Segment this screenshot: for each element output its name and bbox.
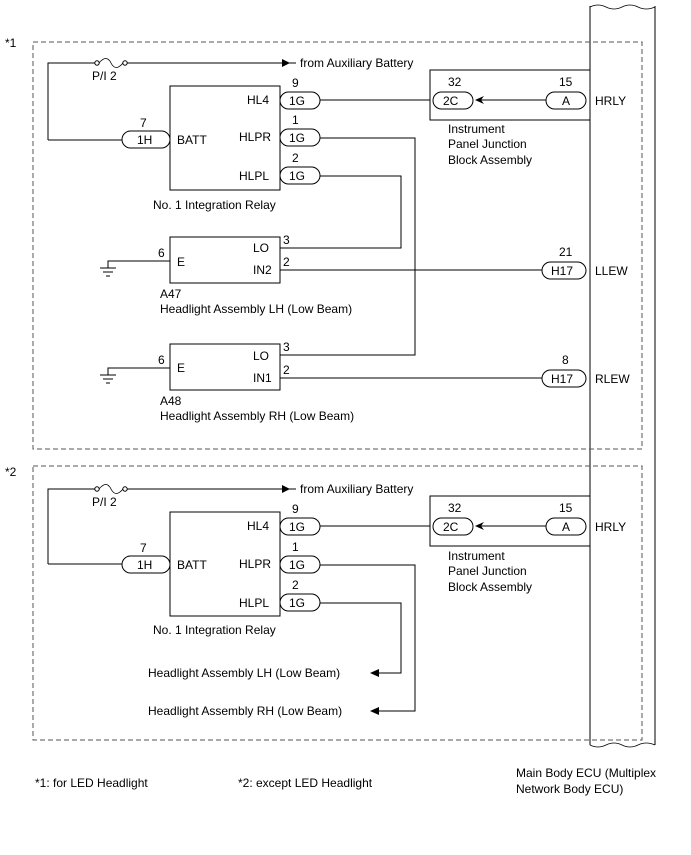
pin-number: 3 [283, 233, 290, 247]
fuse-label: P/I 2 [92, 495, 117, 509]
arrow-icon [475, 96, 484, 104]
junction-label: Panel Junction [448, 564, 527, 578]
integration-relay [169, 85, 281, 191]
connector-code: 1G [289, 169, 305, 183]
connector-code: H17 [551, 264, 573, 278]
junction-label: Instrument [448, 122, 505, 136]
pin-name: HLPL [239, 596, 269, 610]
pin-name: HL4 [247, 519, 269, 533]
pin-number: 7 [140, 541, 147, 555]
headlight-lh-low-beam [169, 236, 281, 284]
junction-label: Block Assembly [448, 580, 532, 594]
fuse-label: P/I 2 [92, 69, 117, 83]
pin-number: 2 [292, 578, 299, 592]
pin-name: E [177, 255, 185, 269]
pin-name: HLPR [239, 557, 271, 571]
arrow-icon [370, 707, 379, 715]
connector-code: A [562, 520, 570, 534]
ecu-signal: RLEW [595, 372, 630, 386]
ground-icon [100, 374, 116, 384]
note-led: *1: for LED Headlight [35, 776, 148, 790]
pin-number: 32 [448, 501, 462, 515]
connector-code: 1G [289, 94, 305, 108]
headlight-label: Headlight Assembly RH (Low Beam) [160, 409, 354, 423]
pin-number: 15 [559, 501, 573, 515]
connector-code: A [562, 94, 570, 108]
pin-number: 3 [283, 340, 290, 354]
connector-code: 1G [289, 131, 305, 145]
pin-name: LO [253, 349, 269, 363]
component-code: A47 [160, 287, 182, 301]
ecu-signal: HRLY [595, 520, 626, 534]
relay-label: No. 1 Integration Relay [153, 198, 276, 212]
component-code: A48 [160, 394, 182, 408]
connector-code: 1G [289, 596, 305, 610]
frame-marker: *1 [5, 36, 17, 50]
arrow-icon [475, 522, 484, 530]
pin-name: HL4 [247, 93, 269, 107]
pin-number: 9 [292, 502, 299, 516]
source-label: from Auxiliary Battery [300, 56, 413, 70]
pin-number: 1 [292, 113, 299, 127]
pin-name: HLPL [239, 169, 269, 183]
pin-name: IN2 [253, 263, 272, 277]
fuse-icon [94, 58, 128, 68]
pin-number: 21 [559, 245, 573, 259]
connector-code: 1H [137, 558, 152, 572]
junction-label: Instrument [448, 549, 505, 563]
pin-number: 7 [140, 116, 147, 130]
connector-code: 2C [443, 94, 459, 108]
source-label: from Auxiliary Battery [300, 482, 413, 496]
pin-number: 8 [562, 353, 569, 367]
junction-label: Block Assembly [448, 153, 532, 167]
relay-label: No. 1 Integration Relay [153, 623, 276, 637]
ecu-label: Network Body ECU) [516, 782, 623, 796]
pin-name: BATT [177, 133, 207, 147]
connector-code: 2C [443, 520, 459, 534]
pin-name: LO [253, 241, 269, 255]
pin-number: 6 [158, 353, 165, 367]
pin-number: 2 [283, 363, 290, 377]
headlight-rh-label: Headlight Assembly RH (Low Beam) [148, 704, 342, 718]
frame-marker: *2 [5, 465, 17, 479]
pin-number: 1 [292, 540, 299, 554]
pin-name: HLPR [239, 130, 271, 144]
integration-relay [169, 511, 281, 617]
pin-number: 32 [448, 75, 462, 89]
fuse-icon [94, 484, 128, 494]
junction-label: Panel Junction [448, 137, 527, 151]
connector-code: H17 [551, 372, 573, 386]
pin-number: 9 [292, 76, 299, 90]
connector-code: 1G [289, 520, 305, 534]
pin-number: 6 [158, 246, 165, 260]
ecu-label: Main Body ECU (Multiplex [516, 766, 656, 780]
connector-code: 1H [137, 133, 152, 147]
pin-number: 15 [559, 75, 573, 89]
arrow-icon [370, 669, 379, 677]
pin-number: 2 [292, 151, 299, 165]
headlight-lh-label: Headlight Assembly LH (Low Beam) [148, 666, 340, 680]
frame-non-led-headlight: *2 P/I 2 from Auxiliary Battery No. 1 In… [5, 465, 643, 741]
ecu-signal: HRLY [595, 94, 626, 108]
pin-number: 2 [283, 255, 290, 269]
pin-name: IN1 [253, 371, 272, 385]
frame-led-headlight: *1 P/I 2 from Auxiliary Battery No. 1 In… [5, 36, 643, 450]
pin-name: E [177, 361, 185, 375]
note-non-led: *2: except LED Headlight [238, 776, 373, 790]
ground-icon [100, 267, 116, 277]
headlight-rh-low-beam [169, 343, 281, 391]
connector-code: 1G [289, 558, 305, 572]
headlight-label: Headlight Assembly LH (Low Beam) [160, 302, 352, 316]
ecu-signal: LLEW [595, 264, 628, 278]
main-body-ecu [589, 4, 656, 748]
pin-name: BATT [177, 558, 207, 572]
